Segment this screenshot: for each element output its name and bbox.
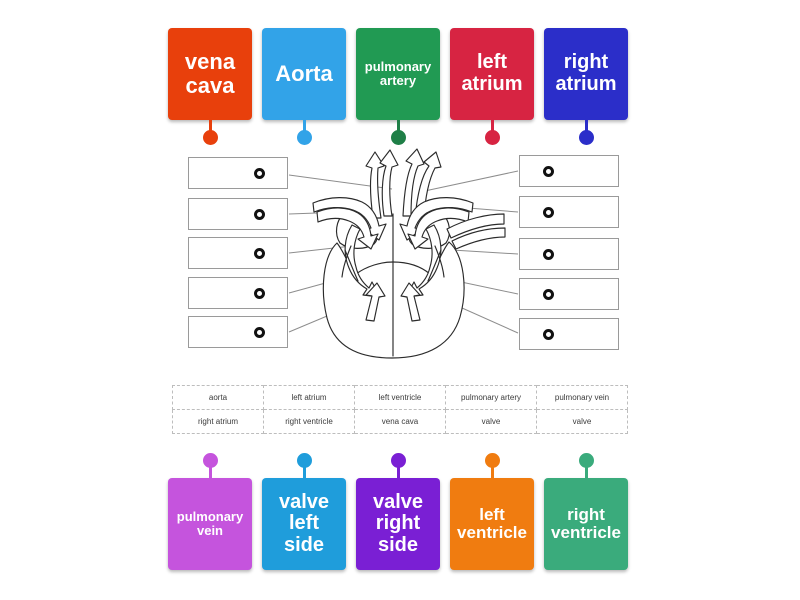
pin-knob [202,130,218,145]
target-ring-icon [542,288,554,300]
label-card-text: right atrium [555,51,617,95]
target-ring-icon [253,326,265,338]
word-bank-cell[interactable]: left atrium [263,385,355,410]
word-bank-cell[interactable]: left ventricle [354,385,446,410]
label-card-text: left ventricle [457,504,527,542]
card-pin-icon [484,120,500,145]
drop-box[interactable] [188,237,288,269]
label-card-text: valve left side [278,490,330,556]
drop-box[interactable] [188,277,288,309]
target-ring-icon [253,167,265,179]
label-card-text: pulmonary vein [176,508,244,538]
card-pin-icon [390,453,406,478]
label-card-valve-left-side[interactable]: valve left side [262,453,346,570]
pin-knob [202,453,218,468]
target-ring-icon [253,287,265,299]
heart-outline [312,148,506,359]
pin-stem [302,464,306,478]
card-pin-icon [202,453,218,478]
card-pin-icon [484,453,500,478]
drop-box[interactable] [519,318,619,350]
target-ring-icon [542,206,554,218]
pin-knob [390,453,406,468]
pin-knob [484,130,500,145]
pin-stem [490,464,494,478]
label-card-vena-cava[interactable]: vena cava [168,28,252,145]
word-bank-cell[interactable]: aorta [172,385,264,410]
target-ring-icon [253,247,265,259]
label-card-text: vena cava [184,49,236,98]
pin-stem [490,120,494,134]
pin-knob [390,130,406,145]
drop-box[interactable] [188,316,288,348]
label-card-right-ventricle[interactable]: right ventricle [544,453,628,570]
label-card-pulmonary-artery[interactable]: pulmonary artery [356,28,440,145]
drop-box[interactable] [188,198,288,230]
label-card-text: Aorta [275,61,333,87]
label-card-right-atrium[interactable]: right atrium [544,28,628,145]
label-card-left-atrium[interactable]: left atrium [450,28,534,145]
pin-knob [484,453,500,468]
pin-knob [578,453,594,468]
card-pin-icon [578,120,594,145]
drop-box[interactable] [519,196,619,228]
drop-box[interactable] [188,157,288,189]
word-bank-cell[interactable]: pulmonary vein [536,385,628,410]
drop-box[interactable] [519,278,619,310]
word-bank-cell[interactable]: right atrium [172,409,264,434]
label-card-text: left atrium [461,51,523,95]
target-ring-icon [253,208,265,220]
word-bank-cell[interactable]: valve [445,409,537,434]
pin-stem [584,120,588,134]
pin-stem [396,464,400,478]
target-ring-icon [542,328,554,340]
label-card-text: pulmonary artery [364,58,432,88]
label-card-pulmonary-vein[interactable]: pulmonary vein [168,453,252,570]
label-card-aorta[interactable]: Aorta [262,28,346,145]
pin-stem [208,120,212,134]
card-pin-icon [296,120,312,145]
card-pin-icon [390,120,406,145]
leader-lines [288,170,519,334]
pin-knob [296,130,312,145]
target-ring-icon [542,165,554,177]
pin-stem [208,464,212,478]
card-pin-icon [296,453,312,478]
pin-knob [296,453,312,468]
pin-stem [302,120,306,134]
pin-stem [396,120,400,134]
card-pin-icon [202,120,218,145]
pin-knob [578,130,594,145]
drop-box[interactable] [519,155,619,187]
label-card-text: right ventricle [551,504,621,542]
target-ring-icon [542,248,554,260]
label-card-left-ventricle[interactable]: left ventricle [450,453,534,570]
word-bank-cell[interactable]: vena cava [354,409,446,434]
word-bank-cell[interactable]: valve [536,409,628,434]
label-card-text: valve right side [372,490,424,556]
pin-stem [584,464,588,478]
drop-box[interactable] [519,238,619,270]
word-bank-cell[interactable]: right ventricle [263,409,355,434]
word-bank-cell[interactable]: pulmonary artery [445,385,537,410]
card-pin-icon [578,453,594,478]
label-card-valve-right-side[interactable]: valve right side [356,453,440,570]
